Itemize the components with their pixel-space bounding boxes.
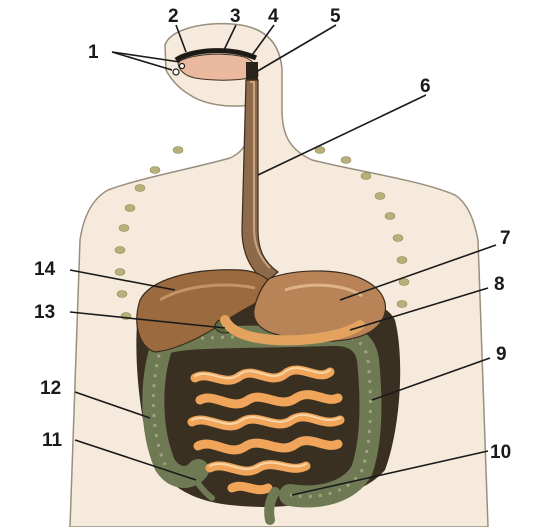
label-14: 14 [34,259,56,280]
label-3: 3 [230,6,241,27]
label-1: 1 [88,42,99,63]
label-6: 6 [420,76,431,97]
label-5: 5 [330,6,341,27]
label-9: 9 [496,344,507,365]
label-8: 8 [494,274,505,295]
label-4: 4 [268,6,279,27]
teeth [173,69,179,75]
label-12: 12 [40,378,61,399]
label-10: 10 [490,442,511,463]
label-7: 7 [500,228,511,249]
label-2: 2 [168,6,179,27]
rectum [269,492,275,520]
label-11: 11 [42,430,63,451]
label-13: 13 [34,302,55,323]
stomach [254,271,386,341]
